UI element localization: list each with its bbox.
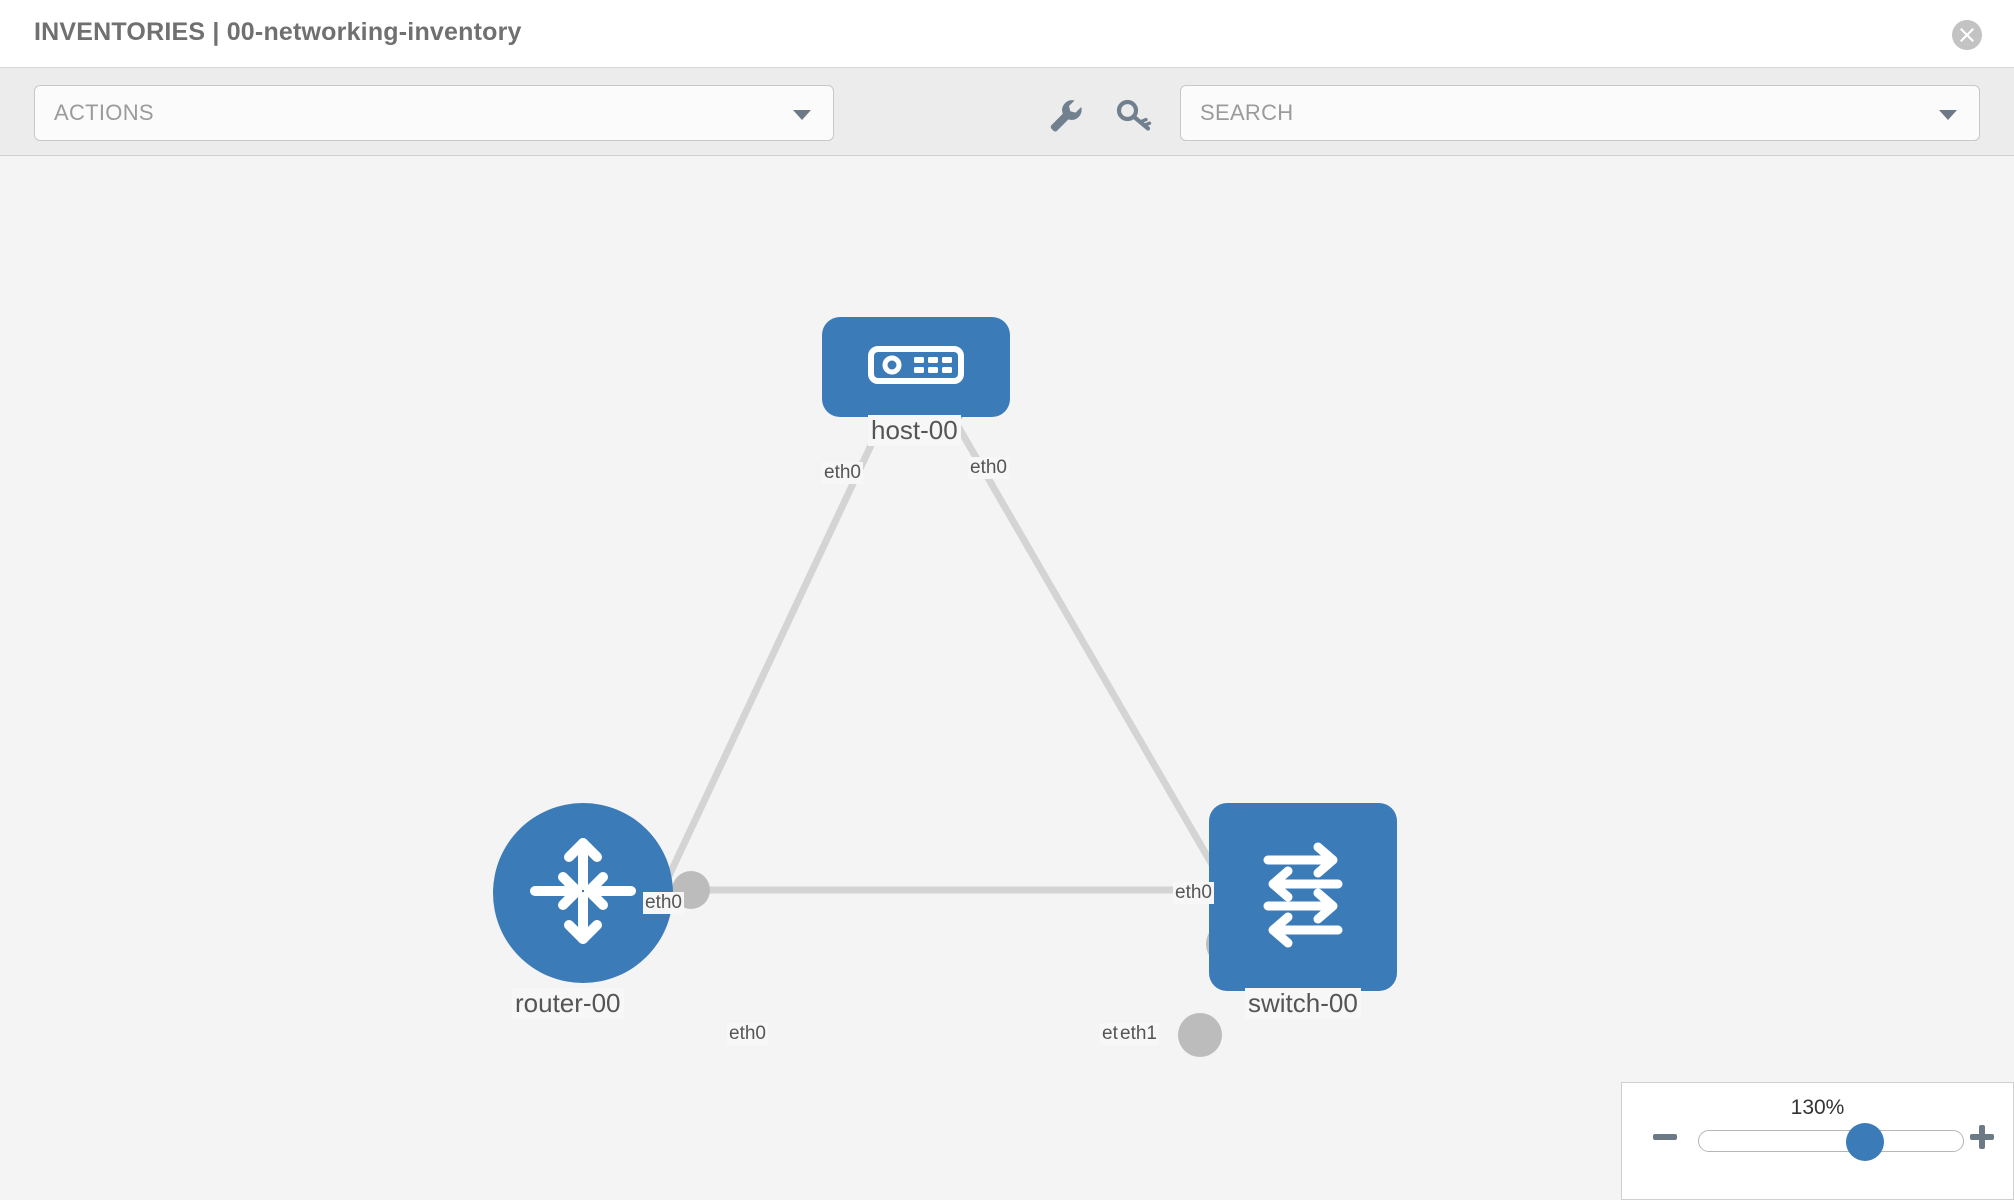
- node-router-00-label: router-00: [512, 988, 624, 1019]
- node-host-00-label: host-00: [868, 415, 961, 446]
- node-switch-00-shape[interactable]: [1209, 803, 1397, 991]
- iface-label-switch-left-front: eth1: [1118, 1023, 1159, 1045]
- minus-icon[interactable]: [1650, 1122, 1680, 1152]
- iface-label-switch-up: eth0: [1173, 882, 1214, 904]
- iface-label-host-left: eth0: [822, 462, 863, 484]
- router-icon: [525, 833, 641, 954]
- iface-label-host-right: eth0: [968, 457, 1009, 479]
- chevron-down-icon: [793, 110, 811, 120]
- zoom-slider-thumb[interactable]: [1846, 1123, 1885, 1161]
- zoom-slider[interactable]: [1698, 1123, 1964, 1161]
- actions-dropdown[interactable]: ACTIONS: [34, 85, 834, 141]
- page-title: INVENTORIES | 00-networking-inventory: [34, 18, 522, 46]
- plus-icon[interactable]: [1967, 1122, 1997, 1152]
- zoom-level-value: 130%: [1790, 1096, 1845, 1119]
- server-icon: [868, 341, 964, 394]
- node-host-00-shape[interactable]: [822, 317, 1010, 417]
- node-switch-00-label: switch-00: [1245, 988, 1361, 1019]
- iface-label-router-up: eth0: [643, 892, 684, 914]
- iface-label-router-right: eth0: [727, 1023, 768, 1045]
- page-header: INVENTORIES | 00-networking-inventory: [0, 0, 2014, 68]
- zoom-control-panel: 130%: [1621, 1082, 2014, 1200]
- close-icon[interactable]: [1952, 20, 1982, 50]
- search-input[interactable]: SEARCH: [1180, 85, 1980, 141]
- actions-dropdown-label: ACTIONS: [54, 100, 154, 125]
- topology-links: [656, 407, 1236, 901]
- switch-icon: [1242, 834, 1364, 961]
- chevron-down-icon[interactable]: [1939, 110, 1957, 120]
- topology-canvas[interactable]: host-00 eth0 eth0: [0, 157, 2014, 1200]
- socket-switch-left: [1178, 1013, 1222, 1057]
- wrench-icon[interactable]: [1044, 94, 1086, 136]
- search-placeholder: SEARCH: [1200, 100, 1294, 125]
- key-icon[interactable]: [1113, 94, 1155, 136]
